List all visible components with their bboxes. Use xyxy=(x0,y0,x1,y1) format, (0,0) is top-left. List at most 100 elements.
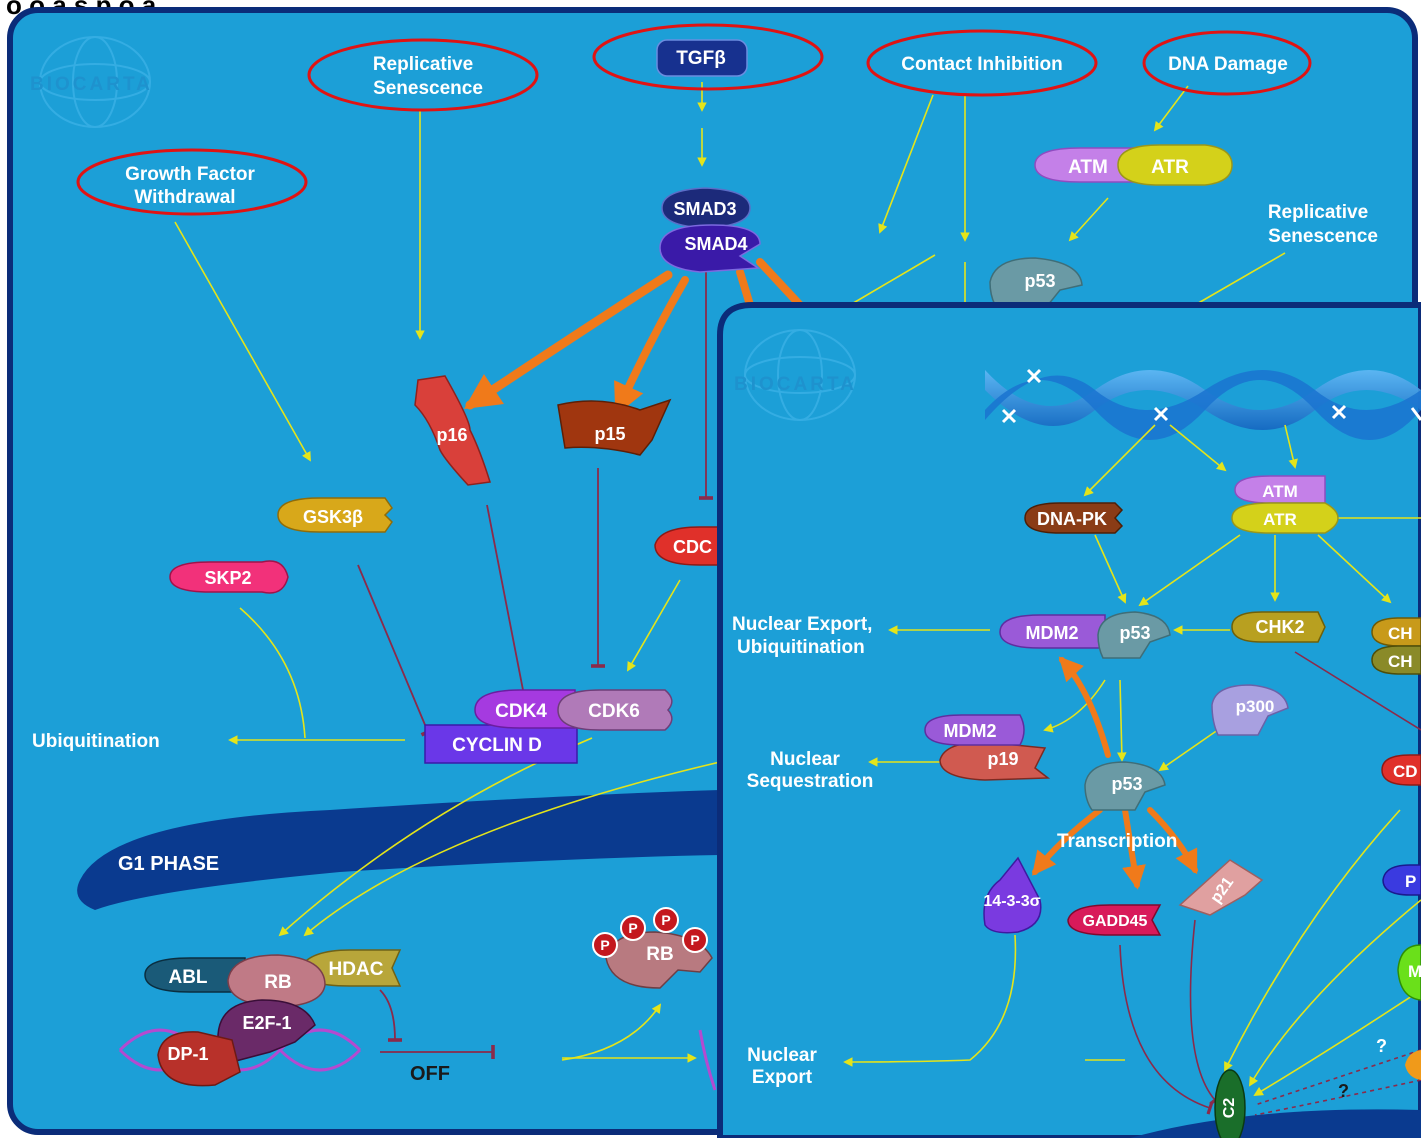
smad3: SMAD3 xyxy=(673,199,736,219)
smad-complex: SMAD3 SMAD4 xyxy=(659,187,761,273)
brand-name-inset: BIOCARTA xyxy=(734,374,857,395)
atm-main: ATM xyxy=(1068,157,1108,178)
ch-partial-group: CH CH xyxy=(1371,617,1421,675)
mdm2-p53-complex: MDM2 p53 xyxy=(999,611,1171,659)
cdc-partial-label: CDC xyxy=(673,537,712,557)
label-replicative-senescence-2-line1: Replicative xyxy=(1268,202,1368,223)
chk2: CHK2 xyxy=(1231,611,1326,643)
input-growth-factor-line2: Withdrawal xyxy=(134,187,235,208)
atm-inset: ATM xyxy=(1262,482,1298,501)
dna-pk: DNA-PK xyxy=(1024,502,1124,534)
mdm2-b-label: MDM2 xyxy=(944,721,997,741)
p53-main: p53 xyxy=(989,257,1083,306)
chk2-label: CHK2 xyxy=(1255,617,1304,637)
cd-partial-label: CD xyxy=(1393,762,1418,781)
phosphate-label-2: P xyxy=(628,920,637,936)
input-replicative-senescence-line2: Senescence xyxy=(373,78,483,99)
atr-inset: ATR xyxy=(1263,510,1297,529)
off-label: OFF xyxy=(410,1063,450,1085)
p-partial-label: P xyxy=(1405,872,1416,891)
orange-partial-shape xyxy=(1405,1050,1421,1080)
gadd45-label: GADD45 xyxy=(1083,913,1148,930)
atm-atr-inset: ATM ATR xyxy=(1231,475,1339,534)
activation-arrows xyxy=(174,82,1286,1063)
phosphate-label-4: P xyxy=(690,932,699,948)
mdm2-label: MDM2 xyxy=(1026,623,1079,643)
smad-orange-arrows xyxy=(464,258,804,416)
input-contact-inhibition: Contact Inhibition xyxy=(901,54,1062,75)
cdc-partial: CDC xyxy=(654,526,721,566)
dna-helix-inset xyxy=(985,368,1421,440)
p-partial: P xyxy=(1382,864,1421,896)
p53-mid-label: p53 xyxy=(1111,774,1142,794)
p15-label: p15 xyxy=(594,424,625,444)
p300: p300 xyxy=(1211,684,1289,736)
input-dna-damage: DNA Damage xyxy=(1168,54,1288,75)
phosphate-label-1: P xyxy=(600,937,609,953)
nuclear-sequestration-line2: Sequestration xyxy=(747,771,874,792)
s1433-label: 14-3-3σ xyxy=(983,893,1040,910)
inset-activation-arrows xyxy=(843,424,1421,1096)
input-replicative-senescence-line1: Replicative xyxy=(373,54,473,75)
biocarta-logo: BIOCARTA xyxy=(30,36,153,128)
mdm2-p19-complex: p19 MDM2 xyxy=(924,714,1051,781)
brand-name: BIOCARTA xyxy=(30,74,153,95)
rb-phospho-label: RB xyxy=(646,944,673,965)
gadd45: GADD45 xyxy=(1067,904,1162,936)
inset-orange-arrows xyxy=(1032,656,1198,890)
ubiquitination-label: Ubiquitination xyxy=(32,731,160,752)
dna-pk-label: DNA-PK xyxy=(1037,509,1107,529)
cyclin-d-label: CYCLIN D xyxy=(452,735,542,756)
p16: p16 xyxy=(414,375,491,486)
m-partial: M xyxy=(1397,944,1421,1001)
m-partial-label: M xyxy=(1408,962,1421,981)
g1-phase-label: G1 PHASE xyxy=(118,853,219,875)
phosphate-groups: P P P P xyxy=(592,907,708,958)
dna-break-marks xyxy=(1001,368,1421,424)
p19-label: p19 xyxy=(987,749,1018,769)
g1-phase-band xyxy=(77,790,721,910)
rb-label: RB xyxy=(264,972,291,993)
skp2-label: SKP2 xyxy=(204,568,251,588)
e2f1-label: E2F-1 xyxy=(242,1013,291,1033)
input-tgfb: TGFβ xyxy=(676,48,726,69)
nuclear-sequestration-line1: Nuclear xyxy=(770,749,840,770)
input-highlight-ellipses xyxy=(76,23,1312,216)
nuclear-export-ubiq-line2: Ubiquitination xyxy=(737,637,865,658)
question-mark-2: ? xyxy=(1338,1081,1349,1101)
abl-label: ABL xyxy=(168,967,207,988)
input-growth-factor-line1: Growth Factor xyxy=(125,164,255,185)
smad4: SMAD4 xyxy=(684,234,747,254)
question-mark-1: ? xyxy=(1376,1036,1387,1056)
biocarta-logo-inset: BIOCARTA xyxy=(734,329,857,421)
atm-atr-main: ATM ATR xyxy=(1034,144,1233,186)
p21: p21 xyxy=(1178,859,1264,916)
cd-partial: CD xyxy=(1381,754,1421,786)
p53-top-label: p53 xyxy=(1119,623,1150,643)
cdc2-partial-label: C2 xyxy=(1221,1098,1238,1119)
transcription-label: Transcription xyxy=(1057,831,1177,852)
label-replicative-senescence-2-line2: Senescence xyxy=(1268,226,1378,247)
protein-14-3-3-sigma: 14-3-3σ xyxy=(983,856,1042,934)
rb-complex: ABL HDAC RB E2F-1 DP-1 xyxy=(144,949,402,1087)
dp1-label: DP-1 xyxy=(167,1044,208,1064)
cdk4-label: CDK4 xyxy=(495,701,547,722)
cdc2-partial: C2 xyxy=(1214,1069,1246,1138)
gsk3b-label: GSK3β xyxy=(303,507,363,527)
p16-label: p16 xyxy=(436,425,467,445)
gsk3b: GSK3β xyxy=(277,497,393,533)
cdk6-label: CDK6 xyxy=(588,701,640,722)
p300-label: p300 xyxy=(1236,697,1275,716)
p15: p15 xyxy=(557,398,672,456)
nuclear-export-line1: Nuclear xyxy=(747,1045,817,1066)
cdk-cyclin-complex: CYCLIN D CDK4 CDK6 xyxy=(424,689,673,764)
inhibition-lines xyxy=(357,258,714,1060)
ch-partial-2: CH xyxy=(1388,652,1413,671)
hdac-label: HDAC xyxy=(329,959,384,980)
phosphate-label-3: P xyxy=(661,912,670,928)
skp2: SKP2 xyxy=(169,560,289,594)
inset-inhibition-lines xyxy=(1119,651,1421,1116)
inset-panel: BIOCARTA xyxy=(717,302,1421,1138)
ch-partial-1: CH xyxy=(1388,624,1413,643)
